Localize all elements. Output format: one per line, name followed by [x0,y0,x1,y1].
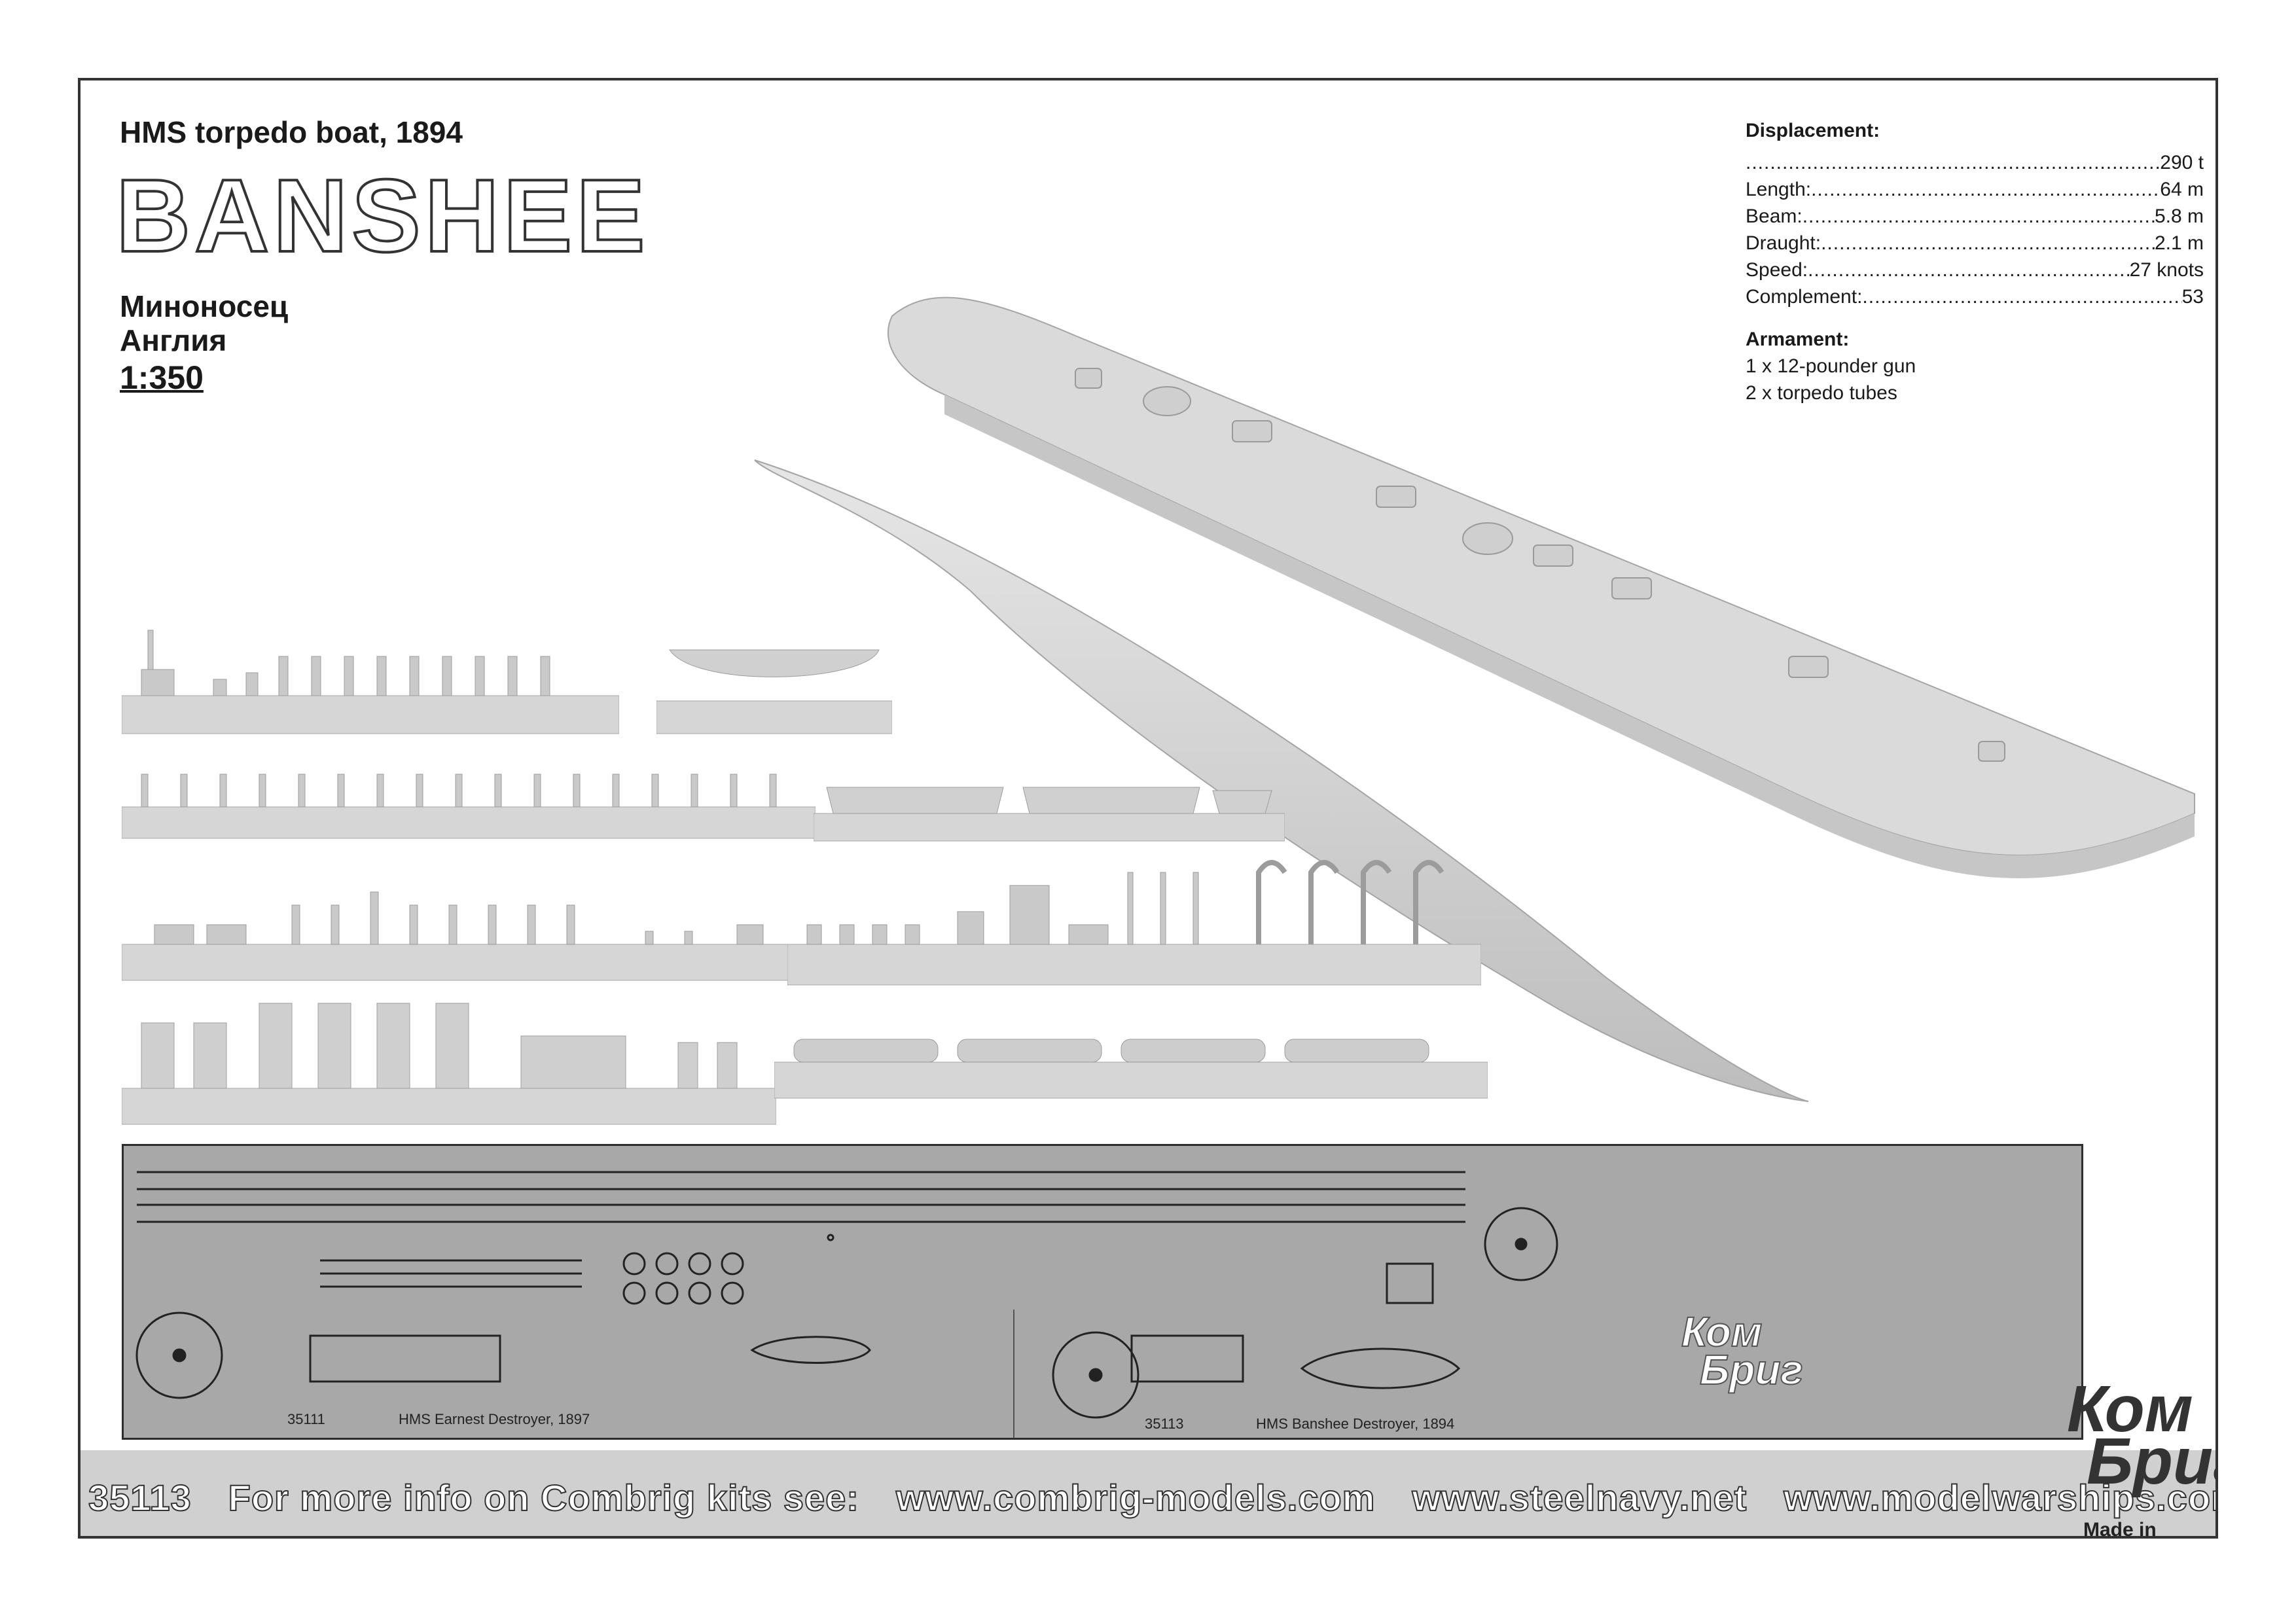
pe-logo-line1: Ком [1681,1308,1763,1355]
footer-info: For more info on Combrig kits see: [228,1476,859,1519]
spec-value: 64 m [2160,179,2204,200]
spec-value: 2.1 m [2154,232,2204,254]
resin-sprue-davits [787,846,1481,990]
spec-row: Length: 64 m [1746,176,2204,203]
made-in-russia: Made in Russia [2083,1519,2157,1539]
spec-row: Draught: 2.1 m [1746,230,2204,257]
instruction-sheet: HMS torpedo boat, 1894 BANSHEE Миноносец… [78,78,2218,1539]
spec-value: 53 [2181,286,2204,308]
footer-kit-code: 35113 [88,1476,192,1519]
footer-link-combrig[interactable]: www.combrig-models.com [895,1476,1376,1519]
footer-link-modelwarships[interactable]: www.modelwarships.com [1783,1476,2218,1519]
logo-line1: Ком [2067,1372,2193,1446]
pe-left-name: HMS Earnest Destroyer, 1897 [399,1411,590,1427]
resin-sprue-stanchions [122,768,816,840]
footer-links: 35113 For more info on Combrig kits see: w… [88,1476,2218,1519]
spec-value: 290 t [2160,152,2204,173]
photo-etch-fret: 35111 HMS Earnest Destroyer, 1897 35113 … [122,1144,2083,1440]
spec-label: Draught: [1746,232,1821,254]
armament-item: 1 x 12-pounder gun [1746,355,1916,377]
resin-sprue-fittings [122,617,619,735]
resin-sprue-boats [814,781,1285,843]
spec-row: Complement: 53 [1746,283,2204,310]
footer-band: 35113 For more info on Combrig kits see: w… [81,1450,2218,1536]
resin-sprue-torpedo-tubes [774,1016,1488,1101]
pe-combrig-logo: Ком Бриг [1681,1308,1804,1393]
footer-link-steelnavy[interactable]: www.steelnavy.net [1411,1476,1748,1519]
hull-parts-image [754,296,2195,1102]
displacement-heading: Displacement: [1746,120,1880,141]
lower-hull-part [754,459,1809,1102]
pe-left-code: 35111 [287,1411,325,1427]
armament-item: 2 x torpedo tubes [1746,382,1897,404]
specifications: Displacement: 290 t Length: 64 m Beam: 5.8… [1746,117,2204,406]
logo-line2: Бриг [2087,1425,2215,1498]
resin-sprue-ventilators [122,879,802,984]
resin-sprue-funnels [122,997,776,1128]
photo-etch-parts [135,1171,1558,1438]
spec-label: Beam: [1746,205,1803,227]
kit-title: BANSHEE [115,158,649,274]
spec-value: 27 knots [2129,259,2204,281]
spec-row: Speed: 27 knots [1746,257,2204,283]
spec-value: 5.8 m [2154,205,2204,227]
russian-country: Англия [120,323,227,357]
combrig-logo: Ком Бриг [2067,1372,2215,1498]
spec-label: Speed: [1746,259,1808,281]
upper-deck-part [887,296,2195,856]
russian-type: Миноносец [120,289,289,323]
spec-row: Beam: 5.8 m [1746,203,2204,230]
kit-subtitle: HMS torpedo boat, 1894 [120,115,463,149]
spec-label: Length: [1746,179,1812,200]
resin-sprue-boat [656,630,892,735]
pe-logo-line2: Бриг [1699,1346,1804,1393]
kit-scale: 1:350 [120,359,204,396]
pe-right-code: 35113 [1145,1416,1184,1432]
spec-row: 290 t [1746,149,2204,176]
spec-label: Complement: [1746,286,1863,308]
armament-heading: Armament: [1746,329,1850,350]
pe-right-name: HMS Banshee Destroyer, 1894 [1256,1416,1455,1432]
